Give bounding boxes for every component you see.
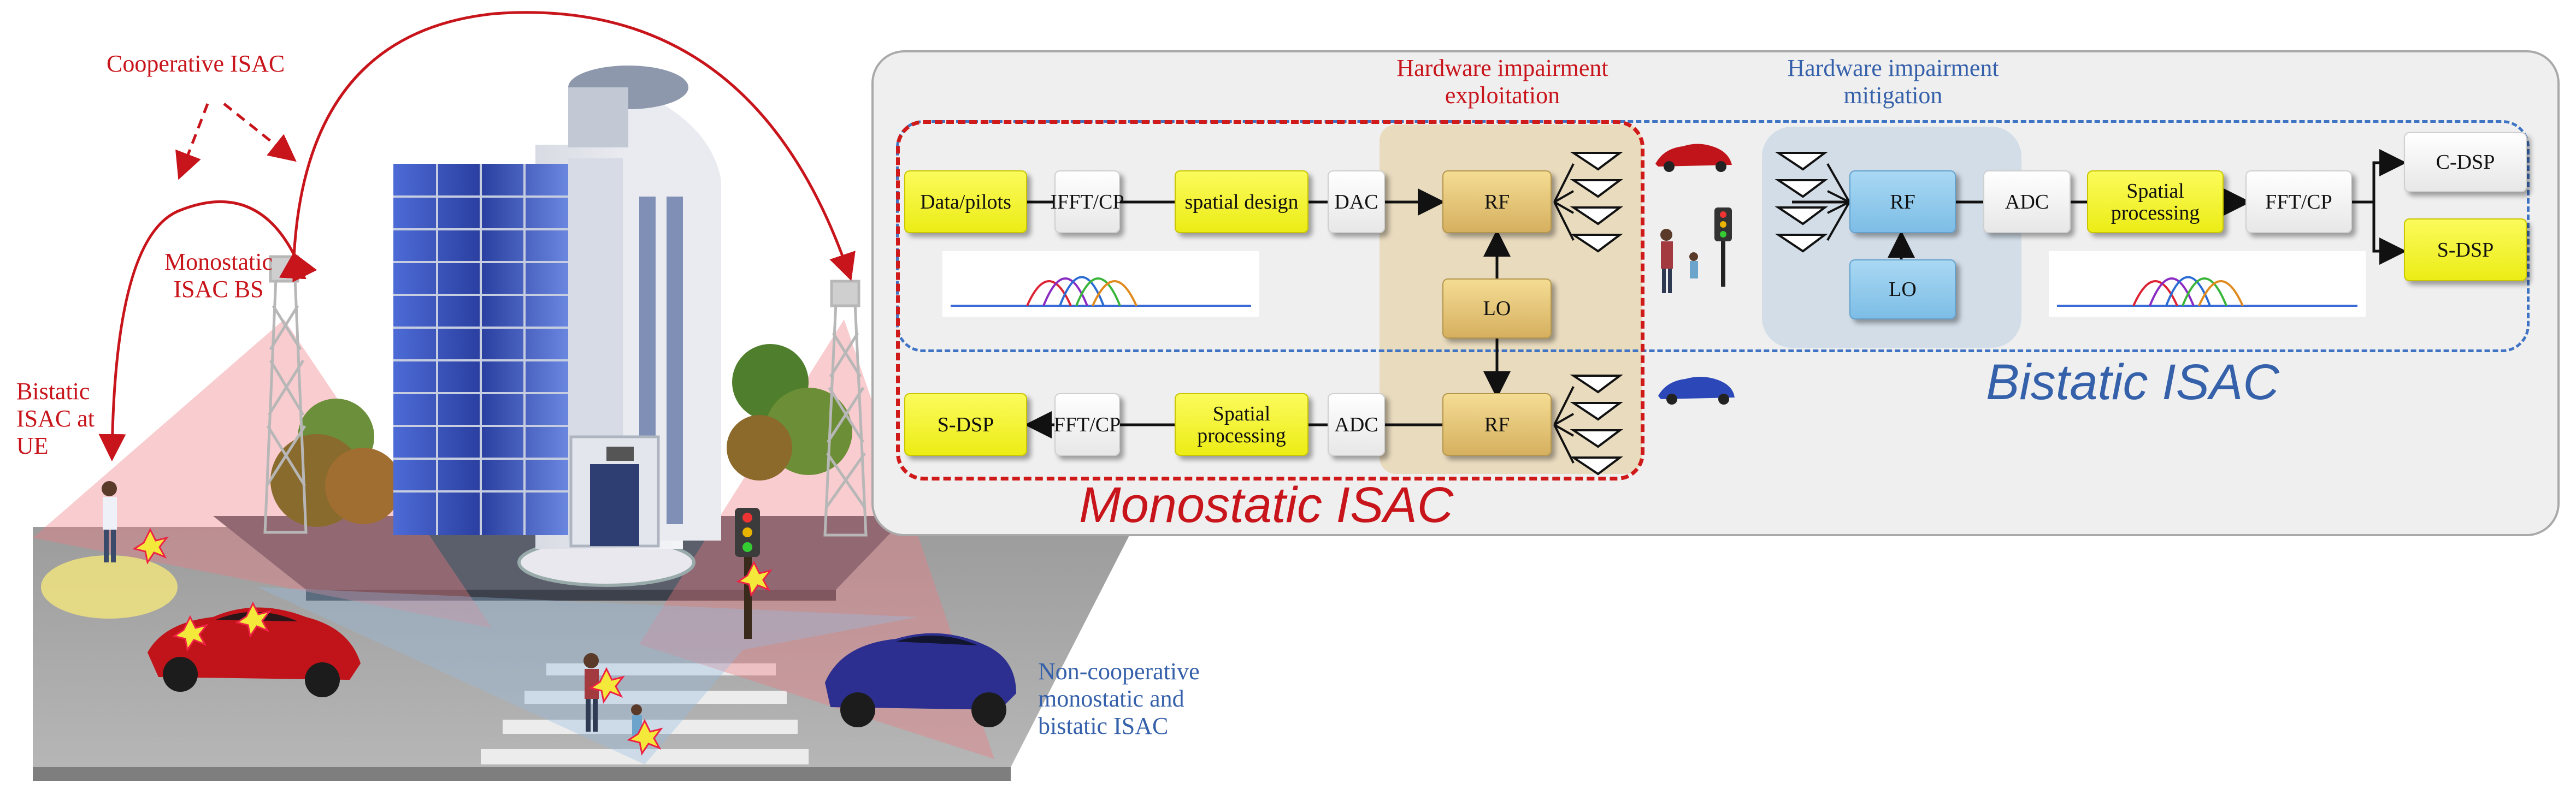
waveform-mono <box>942 251 1259 317</box>
spatial-processing-mono-block: Spatial processing <box>1175 393 1308 456</box>
data-pilots-block: Data/pilots <box>904 170 1027 233</box>
cooperative-isac-label: Cooperative ISAC <box>107 50 285 77</box>
spatial-processing-bi-block: Spatial processing <box>2087 170 2224 233</box>
target-icons <box>1655 144 1735 405</box>
c-dsp-block: C-DSP <box>2404 132 2527 192</box>
impairment-exploitation-label: Hardware impairment exploitation <box>1396 55 1608 109</box>
scene-illustration <box>33 11 1134 781</box>
fft-cp-bi-block: FFT/CP <box>2245 170 2352 233</box>
pedestrians <box>102 481 642 736</box>
bistatic-isac-ue-label: Bistatic ISAC at UE <box>16 378 95 459</box>
noncooperative-label: Non-cooperative monostatic and bistatic … <box>1038 658 1200 739</box>
adc-bi-block: ADC <box>1983 170 2071 233</box>
antenna-array-rx-bi <box>1775 152 1850 253</box>
rf-tx-block: RF <box>1442 170 1552 233</box>
waveform-bi <box>2049 251 2366 317</box>
s-dsp-bi-block: S-DSP <box>2404 218 2527 281</box>
monostatic-isac-region <box>896 120 1644 480</box>
rf-bi-block: RF <box>1849 170 1956 233</box>
monostatic-isac-bs-label: Monostatic ISAC BS <box>164 248 273 302</box>
building <box>393 66 721 587</box>
antenna-array-tx <box>1553 152 1623 253</box>
ifft-cp-block: IFFT/CP <box>1050 170 1124 233</box>
cooperative-links <box>98 11 856 461</box>
fft-cp-mono-block: FFT/CP <box>1054 393 1121 456</box>
sensing-hit-markers <box>132 527 773 756</box>
bistatic-isac-title: Bistatic ISAC <box>1986 354 2279 410</box>
dac-block: DAC <box>1328 170 1385 233</box>
monostatic-isac-title: Monostatic ISAC <box>1079 477 1454 533</box>
adc-mono-block: ADC <box>1328 393 1385 456</box>
lo-mono-block: LO <box>1442 278 1552 339</box>
impairment-mitigation-label: Hardware impairment mitigation <box>1787 55 1999 109</box>
s-dsp-mono-block: S-DSP <box>904 393 1027 456</box>
spatial-design-block: spatial design <box>1175 170 1308 233</box>
lo-bi-block: LO <box>1849 259 1956 319</box>
rf-rx-block: RF <box>1442 393 1552 456</box>
antenna-array-rx-mono <box>1553 375 1623 476</box>
blue-car <box>825 633 1016 727</box>
